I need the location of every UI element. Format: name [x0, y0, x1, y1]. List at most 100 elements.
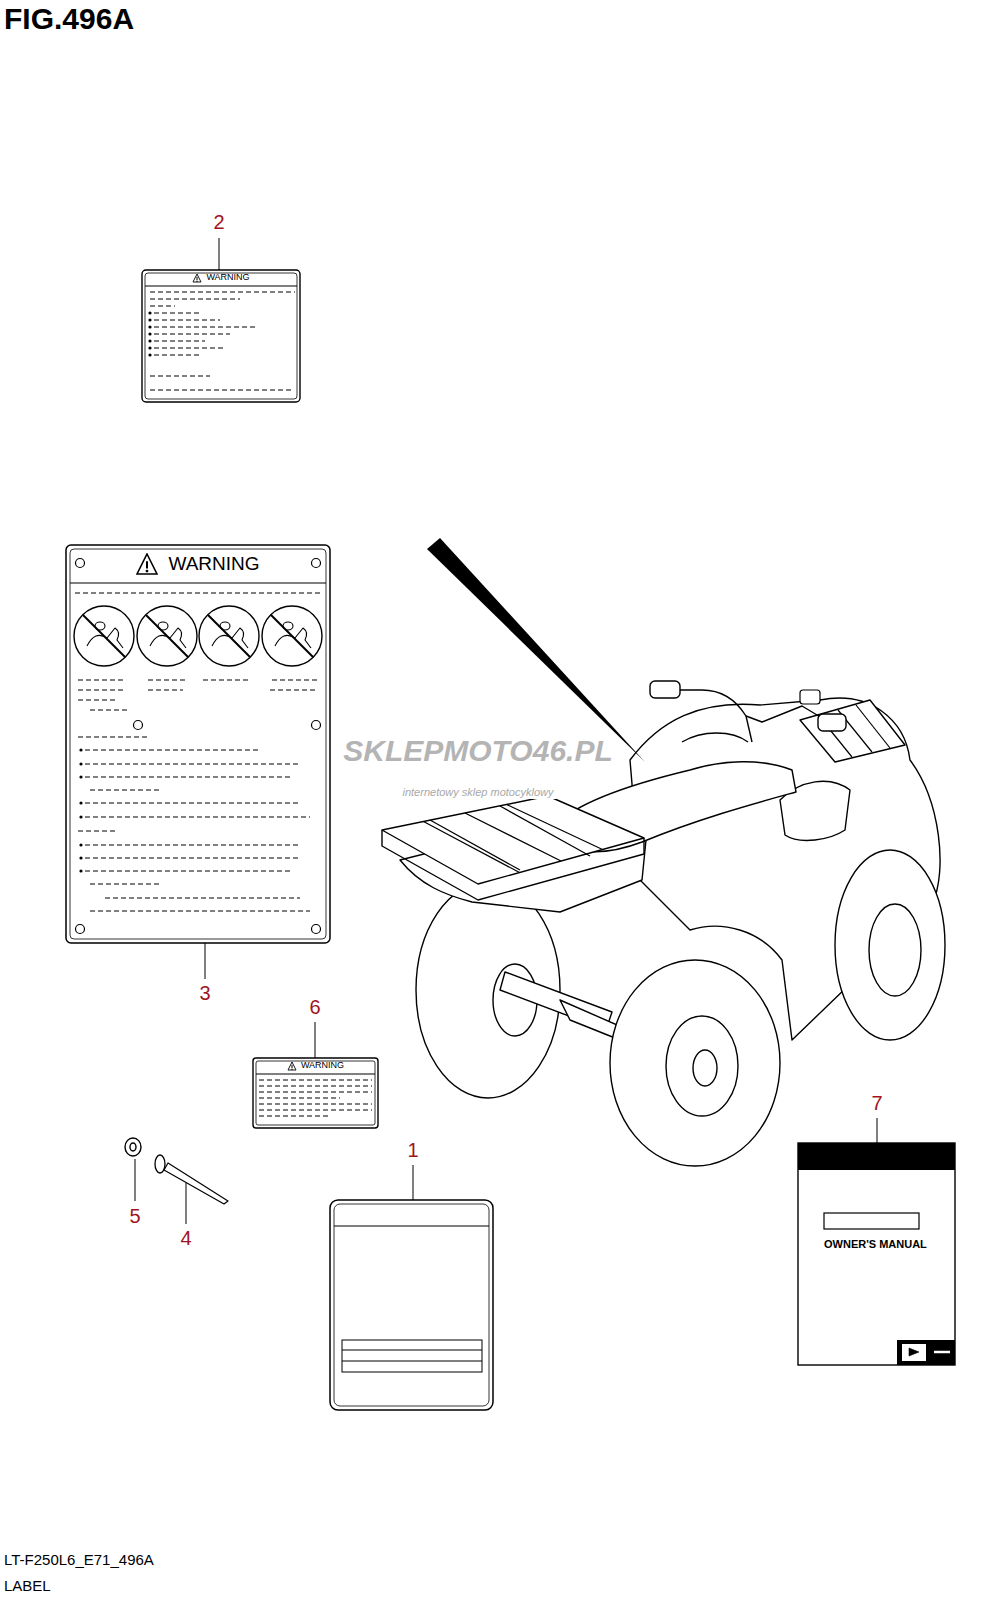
rack-slat — [465, 813, 561, 861]
prohibition-icon — [137, 606, 197, 666]
label-outline — [70, 549, 326, 939]
warning-triangle — [287, 1061, 297, 1071]
screw-hole — [312, 559, 321, 568]
label-rule — [334, 1225, 489, 1226]
leader-line — [315, 1022, 316, 1058]
header-rule — [70, 582, 326, 583]
text-placeholder — [154, 355, 200, 356]
bullet-dot — [148, 311, 151, 314]
triangle-outline — [193, 274, 201, 282]
text-placeholder — [272, 680, 318, 681]
prohibition-icon — [262, 606, 322, 666]
exclamation — [291, 1069, 292, 1070]
bullet-dot — [148, 346, 151, 349]
label-outline — [334, 1204, 489, 1406]
rivet-shaft — [164, 1163, 228, 1204]
text-placeholder — [78, 700, 115, 701]
manual-title: OWNER'S MANUAL — [824, 1238, 927, 1250]
bullet-dot — [148, 332, 151, 335]
label-band — [342, 1340, 482, 1372]
wheel-hub — [666, 1016, 738, 1116]
rack-slat — [500, 806, 590, 856]
watermark-subtitle: internetowy sklep motocyklowy — [399, 786, 556, 799]
bullet-dot — [79, 801, 82, 804]
prohibition-slash — [146, 615, 188, 657]
front-wheel — [835, 850, 945, 1040]
triangle-outline — [288, 1062, 296, 1070]
handlebar-stem — [746, 716, 752, 742]
warning-triangle — [136, 553, 158, 575]
text-placeholder — [85, 777, 290, 778]
exclamation — [197, 277, 198, 280]
label-rule — [342, 1360, 482, 1361]
text-placeholder — [78, 737, 148, 738]
bullet-dot — [148, 325, 151, 328]
text-placeholder — [85, 803, 300, 804]
mirror-mount — [800, 690, 820, 704]
label-rule — [342, 1349, 482, 1350]
callout-number: 4 — [180, 1227, 191, 1250]
warning-label: WARNING — [66, 545, 330, 943]
text-placeholder — [150, 376, 210, 377]
leader-line — [219, 238, 220, 270]
label-outline — [142, 270, 300, 402]
logo-dash — [934, 1351, 950, 1354]
text-placeholder — [259, 1092, 372, 1093]
bullet-dot — [148, 318, 151, 321]
text-placeholder — [154, 334, 230, 335]
manual-outline — [798, 1143, 955, 1365]
rack-slat — [424, 822, 520, 873]
rear-near-wheel — [610, 960, 780, 1166]
text-placeholder — [78, 690, 125, 691]
label-outline — [145, 273, 297, 399]
header-rule — [256, 1073, 375, 1074]
screw-hole — [76, 925, 85, 934]
text-placeholder — [154, 348, 225, 349]
figure-title: FIG.496A — [4, 2, 134, 36]
watermark: SKLEPMOTO46.PL — [340, 734, 616, 769]
warning-header: WARNING — [142, 270, 300, 286]
bullet-dot — [148, 353, 151, 356]
text-placeholder — [90, 911, 310, 912]
exclamation — [146, 561, 148, 568]
text-placeholder — [203, 680, 250, 681]
text-placeholder — [150, 292, 295, 293]
warning-header: WARNING — [66, 545, 330, 583]
rack-slat — [430, 820, 520, 870]
exclamation — [197, 281, 198, 282]
prohibition-slash — [83, 615, 125, 657]
wheel-hub — [869, 904, 921, 996]
grip — [818, 714, 846, 731]
bullet-dot — [79, 815, 82, 818]
screw-hole — [76, 559, 85, 568]
warning-triangle — [192, 273, 202, 283]
callout-number: 5 — [129, 1205, 140, 1228]
grip — [650, 681, 680, 698]
text-placeholder — [85, 858, 300, 859]
text-placeholder — [259, 1110, 372, 1111]
screw-hole — [312, 925, 321, 934]
text-placeholder — [259, 1116, 330, 1117]
text-placeholder — [259, 1098, 340, 1099]
callout-number: 7 — [871, 1092, 882, 1115]
manual-text-row: OWNER'S MANUAL — [824, 1238, 927, 1250]
warning-label: WARNING — [142, 270, 300, 402]
text-placeholder — [270, 690, 315, 691]
header-rule — [145, 285, 297, 286]
logo-band — [897, 1340, 955, 1365]
text-placeholder — [90, 884, 160, 885]
triangle-outline — [137, 554, 157, 574]
text-placeholder — [154, 341, 205, 342]
prohibition-icon — [199, 606, 259, 666]
warning-word: WARNING — [301, 1061, 344, 1071]
wheel-center — [693, 1050, 717, 1086]
bullet-dot — [79, 762, 82, 765]
figure-code: LT-F250L6_E71_496A — [4, 1551, 154, 1568]
manual-band — [798, 1143, 955, 1170]
label-outline — [330, 1200, 493, 1410]
bullet-dot — [79, 856, 82, 859]
warning-label: WARNING — [253, 1058, 378, 1128]
leader-line — [877, 1118, 878, 1143]
